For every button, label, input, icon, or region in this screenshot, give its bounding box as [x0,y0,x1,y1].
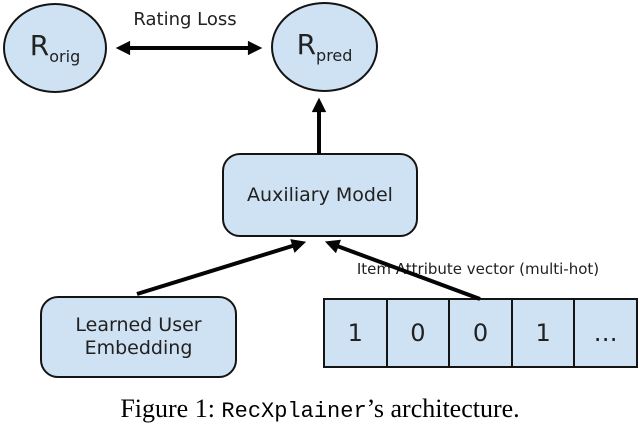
r-pred-base: R [296,27,317,61]
figure-caption: Figure 1: RecXplainer’s architecture. [0,393,640,428]
r-orig-base: R [29,28,50,62]
vector-cell-2: 0 [448,300,511,366]
node-r-pred: Rpred [271,2,378,92]
item-attribute-vector: 1 0 0 1 … [323,298,638,368]
vector-cell-4: … [573,300,636,366]
r-orig-subscript: orig [49,46,81,66]
r-orig-label: Rorig [29,28,81,66]
vector-cell-0: 1 [347,319,363,347]
r-pred-subscript: pred [316,45,353,65]
auxiliary-model-label: Auxiliary Model [247,183,393,206]
figure-caption-code: RecXplainer [221,399,367,424]
learned-user-embedding-line1: Learned User [75,314,202,336]
item-attribute-vector-label: Item Attribute vector (multi-hot) [356,260,600,278]
vector-cell-3: 1 [510,300,574,366]
node-r-orig: Rorig [3,3,107,93]
rating-loss-label: Rating Loss [133,9,237,30]
learned-user-embedding-line2: Embedding [84,337,193,359]
figure-caption-prefix: Figure 1: [120,394,222,423]
node-auxiliary-model: Auxiliary Model [222,153,418,237]
figure-caption-suffix: ’s architecture. [366,394,520,423]
vector-cell-1: 0 [385,300,449,366]
embedding-to-aux-arrow [136,239,307,296]
r-pred-label: Rpred [296,27,353,65]
